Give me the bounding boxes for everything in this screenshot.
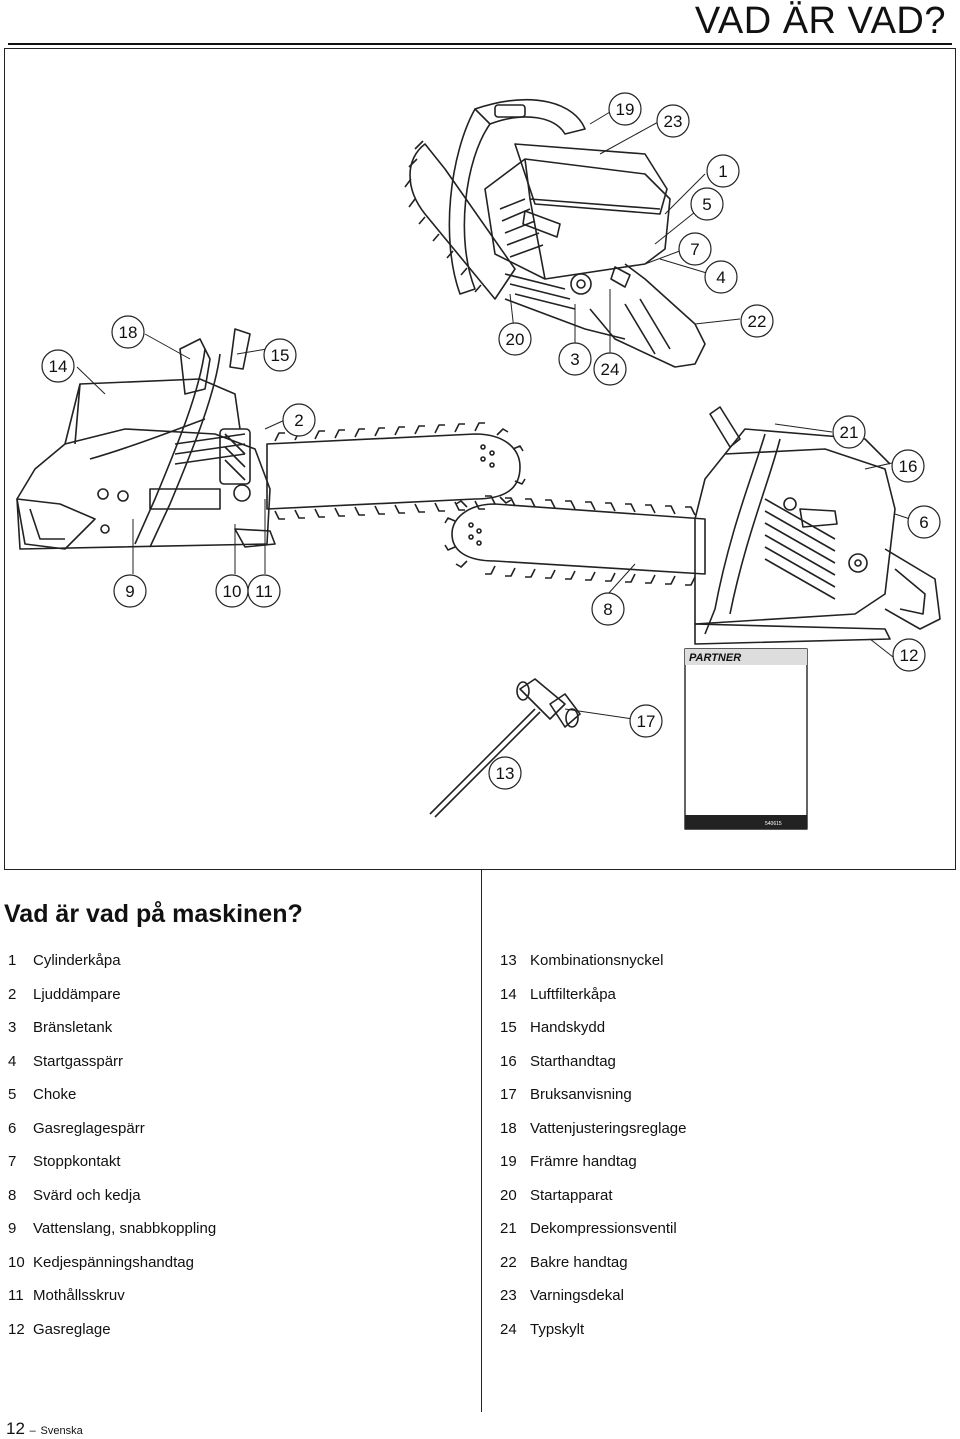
svg-text:7: 7 [690, 240, 699, 259]
callout-9: 9 [113, 574, 147, 608]
svg-text:1: 1 [718, 162, 727, 181]
svg-text:5: 5 [702, 195, 711, 214]
bottom-left-saw-illustration [16, 328, 526, 550]
parts-diagram: PARTNER 540615 19 23 1 5 7 4 22 20 3 24 … [4, 48, 956, 870]
svg-text:4: 4 [716, 268, 725, 287]
callout-18: 18 [111, 315, 145, 349]
column-divider [481, 870, 482, 1412]
svg-text:16: 16 [899, 457, 918, 476]
callout-7: 7 [678, 232, 712, 266]
svg-text:3: 3 [570, 350, 579, 369]
svg-text:14: 14 [49, 357, 68, 376]
svg-text:6: 6 [919, 513, 928, 532]
section-heading: Vad är vad på maskinen? [4, 900, 303, 928]
callout-21: 21 [832, 415, 866, 449]
svg-text:13: 13 [496, 764, 515, 783]
svg-text:24: 24 [601, 360, 620, 379]
callout-13: 13 [488, 756, 522, 790]
svg-text:15: 15 [271, 346, 290, 365]
page-number: 12 [6, 1419, 25, 1438]
manual-brand: PARTNER [689, 652, 741, 664]
footer-language: Svenska [40, 1425, 83, 1437]
manual-illustration [684, 648, 808, 830]
svg-text:10: 10 [223, 582, 242, 601]
callout-15: 15 [263, 338, 297, 372]
callout-5: 5 [690, 187, 724, 221]
title-rule [8, 43, 952, 45]
svg-text:23: 23 [664, 112, 683, 131]
bottom-right-saw-illustration [444, 406, 941, 645]
svg-text:12: 12 [900, 646, 919, 665]
manual-code: 540615 [765, 821, 782, 827]
callout-17: 17 [629, 704, 663, 738]
callout-20: 20 [498, 322, 532, 356]
callout-10: 10 [215, 574, 249, 608]
callout-3: 3 [558, 342, 592, 376]
top-saw-illustration [404, 98, 706, 368]
callout-1: 1 [706, 154, 740, 188]
callout-24: 24 [593, 352, 627, 386]
page-title: VAD ÄR VAD? [694, 0, 946, 42]
callout-8: 8 [591, 592, 625, 626]
callout-16: 16 [891, 449, 925, 483]
callout-14: 14 [41, 349, 75, 383]
svg-text:9: 9 [125, 582, 134, 601]
svg-text:20: 20 [506, 330, 525, 349]
callout-12: 12 [892, 638, 926, 672]
svg-text:8: 8 [603, 600, 612, 619]
callout-23: 23 [656, 104, 690, 138]
callout-11: 11 [247, 574, 281, 608]
callout-22: 22 [740, 304, 774, 338]
combination-key-illustration [429, 678, 581, 818]
footer-separator: – [29, 1425, 36, 1437]
svg-text:2: 2 [294, 411, 303, 430]
callout-6: 6 [907, 505, 941, 539]
callout-4: 4 [704, 260, 738, 294]
svg-text:11: 11 [255, 582, 273, 601]
page-footer: 12 – Svenska [6, 1419, 83, 1439]
svg-text:22: 22 [748, 312, 767, 331]
callout-2: 2 [282, 403, 316, 437]
svg-text:19: 19 [616, 100, 635, 119]
svg-text:17: 17 [637, 712, 656, 731]
svg-text:21: 21 [840, 423, 859, 442]
svg-text:18: 18 [119, 323, 138, 342]
callout-19: 19 [608, 92, 642, 126]
